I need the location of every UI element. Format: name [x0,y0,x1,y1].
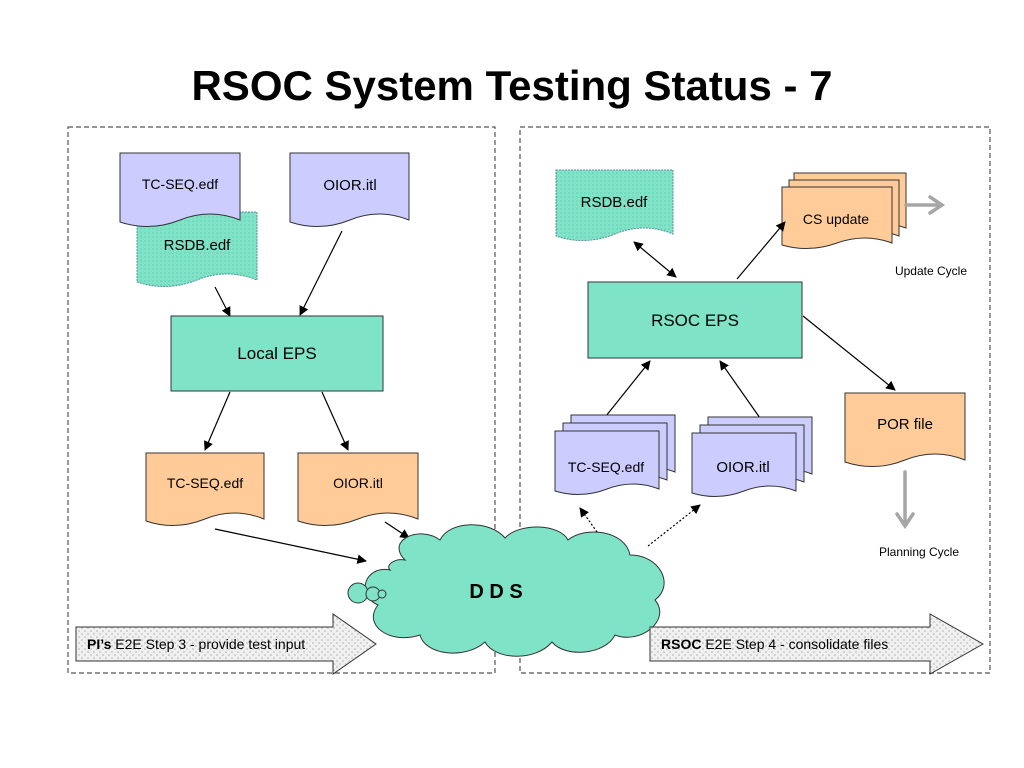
rsoc-eps-label: RSOC EPS [651,311,739,330]
left-oior-output-doc: OIOR.itl [297,452,419,526]
left-tcseq-output-label: TC-SEQ.edf [167,475,243,491]
right-tcseq-doc-stack: TC-SEQ.edf [554,414,676,495]
right-rsdb-doc: RSDB.edf [555,169,674,241]
left-oior-input-label: OIOR.itl [323,177,376,194]
right-step-arrow: RSOC E2E Step 4 - consolidate files [649,613,985,675]
left-tcseq-output-doc: TC-SEQ.edf [145,452,265,526]
rsoc-eps-box: RSOC EPS [587,281,803,359]
left-step-actor: PI’s [87,636,112,652]
local-eps-box: Local EPS [170,315,384,392]
update-cycle-label: Update Cycle [895,264,967,278]
planning-cycle-arrow [895,470,915,530]
left-tcseq-input-label: TC-SEQ.edf [142,176,218,192]
cs-update-doc-stack: CS update [781,172,907,249]
page-title: RSOC System Testing Status - 7 [191,62,833,109]
right-tcseq-label: TC-SEQ.edf [568,459,644,475]
right-step-text: E2E Step 4 - consolidate files [701,636,888,652]
left-oior-input-doc: OIOR.itl [289,152,410,227]
right-panel [519,126,991,674]
left-step-arrow: PI’s E2E Step 3 - provide test input [75,613,377,675]
por-file-label: POR file [877,416,933,433]
dds-cloud: D D S [347,524,665,657]
left-rsdb-doc: RSDB.edf [136,211,258,287]
left-step-text: E2E Step 3 - provide test input [111,636,305,652]
left-rsdb-label: RSDB.edf [164,237,232,254]
right-oior-label: OIOR.itl [716,459,769,476]
svg-text:RSOC E2E Step 4 - consolidate: RSOC E2E Step 4 - consolidate files [661,636,888,652]
dds-label: D D S [469,581,522,603]
right-oior-doc-stack: OIOR.itl [691,416,813,497]
left-oior-output-label: OIOR.itl [333,475,383,491]
left-panel [67,126,496,674]
por-file-doc: POR file [844,392,966,467]
right-rsdb-label: RSDB.edf [581,194,649,211]
left-tcseq-input-doc: TC-SEQ.edf [119,152,241,227]
right-step-actor: RSOC [661,636,701,652]
local-eps-label: Local EPS [237,344,316,363]
cs-update-label: CS update [803,211,869,227]
svg-text:PI’s E2E Step 3 - provide test: PI’s E2E Step 3 - provide test input [87,636,305,652]
planning-cycle-label: Planning Cycle [879,545,959,559]
update-cycle-arrow [904,195,946,215]
